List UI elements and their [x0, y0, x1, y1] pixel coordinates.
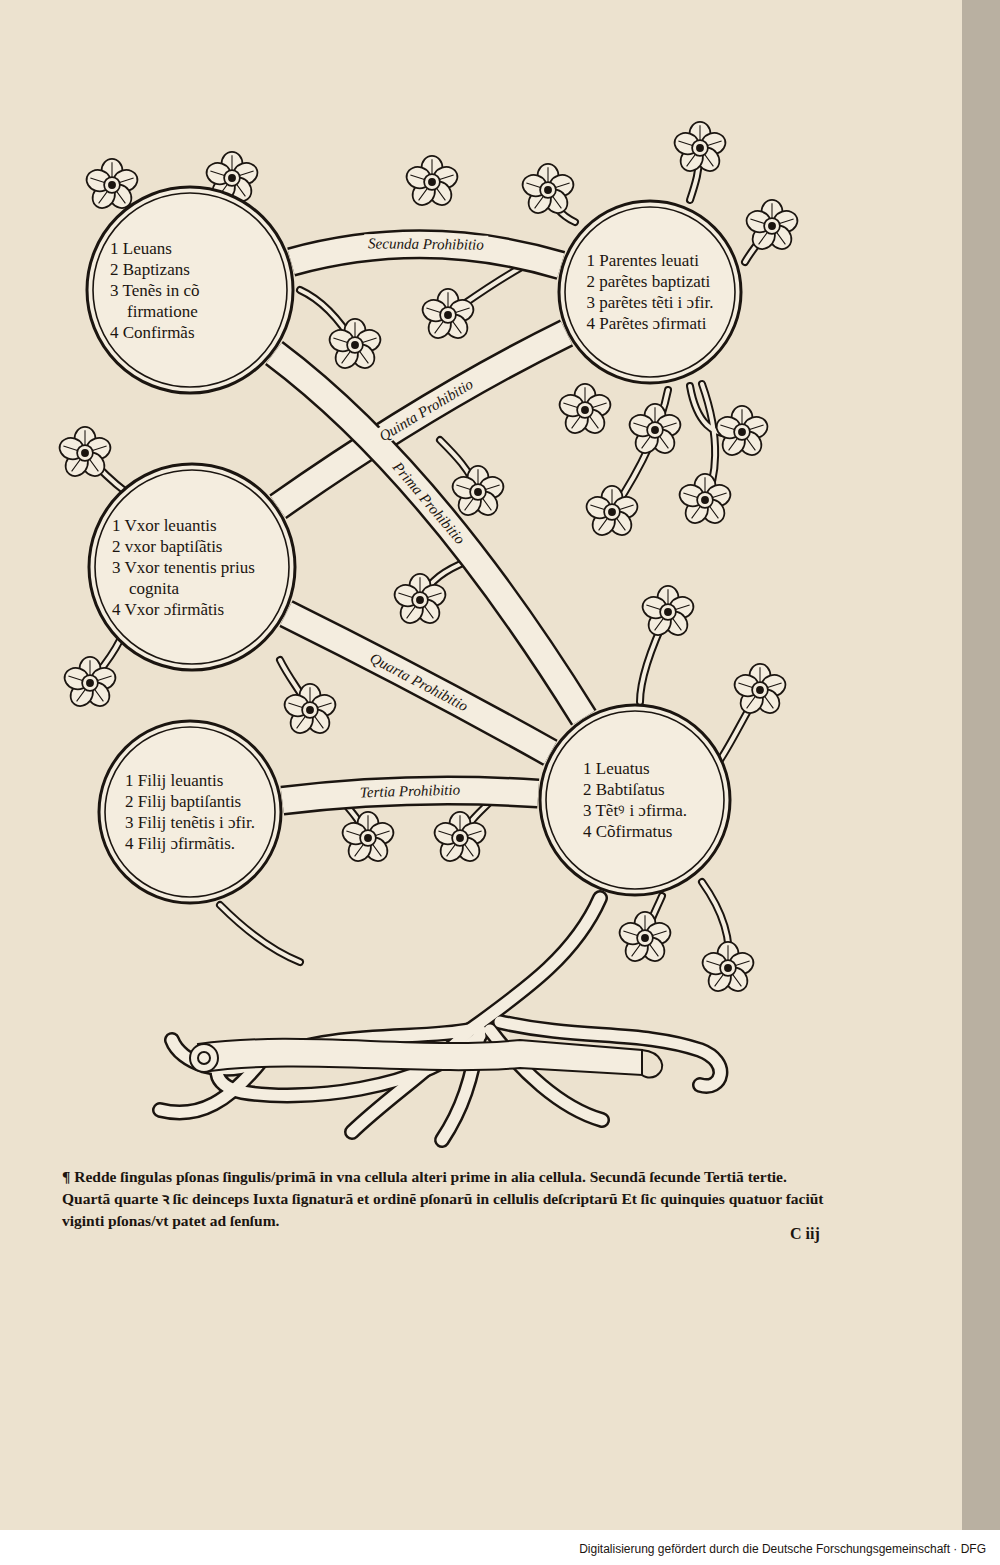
person-entry: 3 Tẽtꝰ i ɔfirma.	[583, 800, 687, 821]
circle-inner-ring	[565, 207, 735, 377]
prohibition-label: Tertia Prohibitio	[356, 781, 465, 802]
rosette	[520, 164, 576, 218]
kinship-circle: 1 Leuatus2 Babtiſatus3 Tẽtꝰ i ɔfirma.4 C…	[538, 703, 732, 897]
prohibition-band	[286, 614, 550, 753]
footer-strip	[0, 1530, 1000, 1565]
circle-inner-ring	[95, 470, 289, 664]
rosette	[450, 466, 506, 520]
circle-outer-ring	[99, 721, 281, 903]
prohibition-label: Quarta Prohibitio	[364, 647, 475, 717]
rosette	[627, 404, 683, 458]
rosette	[62, 657, 118, 711]
scroll-ribbon	[190, 1039, 662, 1078]
person-entry: 4 Vxor ɔfirmãtis	[112, 599, 272, 620]
circle-inner-ring	[93, 193, 287, 387]
circle-outer-ring	[87, 187, 293, 393]
circle-text-block: 1 Filij leuantis2 Filij baptiſantis3 Fil…	[125, 770, 255, 854]
rosette	[57, 427, 113, 481]
kinship-circle: 1 Filij leuantis2 Filij baptiſantis3 Fil…	[97, 719, 283, 905]
person-entry: 3 Tenẽs in cõ firmatione	[110, 280, 270, 322]
signature-mark: C iij	[790, 1224, 820, 1244]
prohibition-label: Secunda Prohibitio	[364, 235, 488, 255]
prohibition-label: Quinta Prohibitio	[372, 373, 479, 447]
circle-text-block: 1 Leuans2 Baptizans3 Tenẽs in cõ firmati…	[110, 238, 270, 343]
rosette	[420, 289, 476, 343]
rosette	[732, 664, 788, 718]
rosette	[640, 586, 696, 640]
rosette	[327, 319, 383, 373]
person-entry: 2 parẽtes baptizati	[587, 271, 714, 292]
rosette	[557, 384, 613, 438]
rosette	[340, 812, 396, 866]
person-entry: 1 Parentes leuati	[587, 250, 714, 271]
circle-outline	[538, 703, 732, 897]
person-entry: 1 Vxor leuantis	[112, 515, 272, 536]
rosette	[584, 486, 640, 540]
prohibition-label: Prima Prohibitio	[387, 455, 472, 551]
person-entry: 2 Babtiſatus	[583, 779, 687, 800]
circle-outline	[557, 199, 743, 385]
circle-inner-ring	[105, 727, 275, 897]
rosette	[282, 684, 338, 738]
rosette	[404, 156, 460, 210]
prohibition-band	[274, 353, 584, 718]
person-entry: 4 Confirmãs	[110, 322, 270, 343]
rosette	[744, 200, 800, 254]
circle-text-block: 1 Vxor leuantis2 vxor baptiſãtis3 Vxor t…	[112, 515, 272, 620]
circle-text-block: 1 Parentes leuati2 parẽtes baptizati3 pa…	[587, 250, 714, 334]
band-outline	[286, 614, 550, 753]
person-entry: 2 Filij baptiſantis	[125, 791, 255, 812]
rosette	[714, 406, 770, 460]
circle-outer-ring	[559, 201, 741, 383]
circle-inner-ring	[546, 711, 724, 889]
person-entry: 3 Filij tenẽtis i ɔfir.	[125, 812, 255, 833]
circle-outer-ring	[89, 464, 295, 670]
rosette	[617, 912, 673, 966]
kinship-circle: 1 Leuans2 Baptizans3 Tenẽs in cõ firmati…	[85, 185, 295, 395]
circle-outer-ring	[540, 705, 730, 895]
person-entry: 2 vxor baptiſãtis	[112, 536, 272, 557]
rosette	[432, 812, 488, 866]
person-entry: 4 Parẽtes ɔfirmati	[587, 313, 714, 334]
book-gutter	[962, 0, 1000, 1530]
rosette	[392, 574, 448, 628]
person-entry: 4 Filij ɔfirmãtis.	[125, 833, 255, 854]
rosette	[672, 122, 728, 176]
tree-roots	[160, 898, 720, 1140]
kinship-circle: 1 Parentes leuati2 parẽtes baptizati3 pa…	[557, 199, 743, 385]
person-entry: 3 Vxor tenentis prius cognita	[112, 557, 272, 599]
rosette	[677, 474, 733, 528]
kinship-circle: 1 Vxor leuantis2 vxor baptiſãtis3 Vxor t…	[87, 462, 297, 672]
circle-outline	[97, 719, 283, 905]
person-entry: 1 Leuans	[110, 238, 270, 259]
person-entry: 3 parẽtes tẽti i ɔfir.	[587, 292, 714, 313]
rosette	[700, 942, 756, 996]
tree-stems	[85, 148, 772, 968]
circle-text-block: 1 Leuatus2 Babtiſatus3 Tẽtꝰ i ɔfirma.4 C…	[583, 758, 687, 842]
band-outline	[274, 353, 584, 718]
person-entry: 1 Leuatus	[583, 758, 687, 779]
band-fill	[274, 353, 584, 718]
band-fill	[286, 614, 550, 753]
person-entry: 4 Cõfirmatus	[583, 821, 687, 842]
person-entry: 2 Baptizans	[110, 259, 270, 280]
person-entry: 1 Filij leuantis	[125, 770, 255, 791]
caption-text: ¶ Redde ſingulas pſonas ſingulis/primã i…	[62, 1166, 832, 1232]
digitization-credit: Digitalisierung gefördert durch die Deut…	[579, 1541, 986, 1557]
rosettes	[57, 122, 800, 996]
